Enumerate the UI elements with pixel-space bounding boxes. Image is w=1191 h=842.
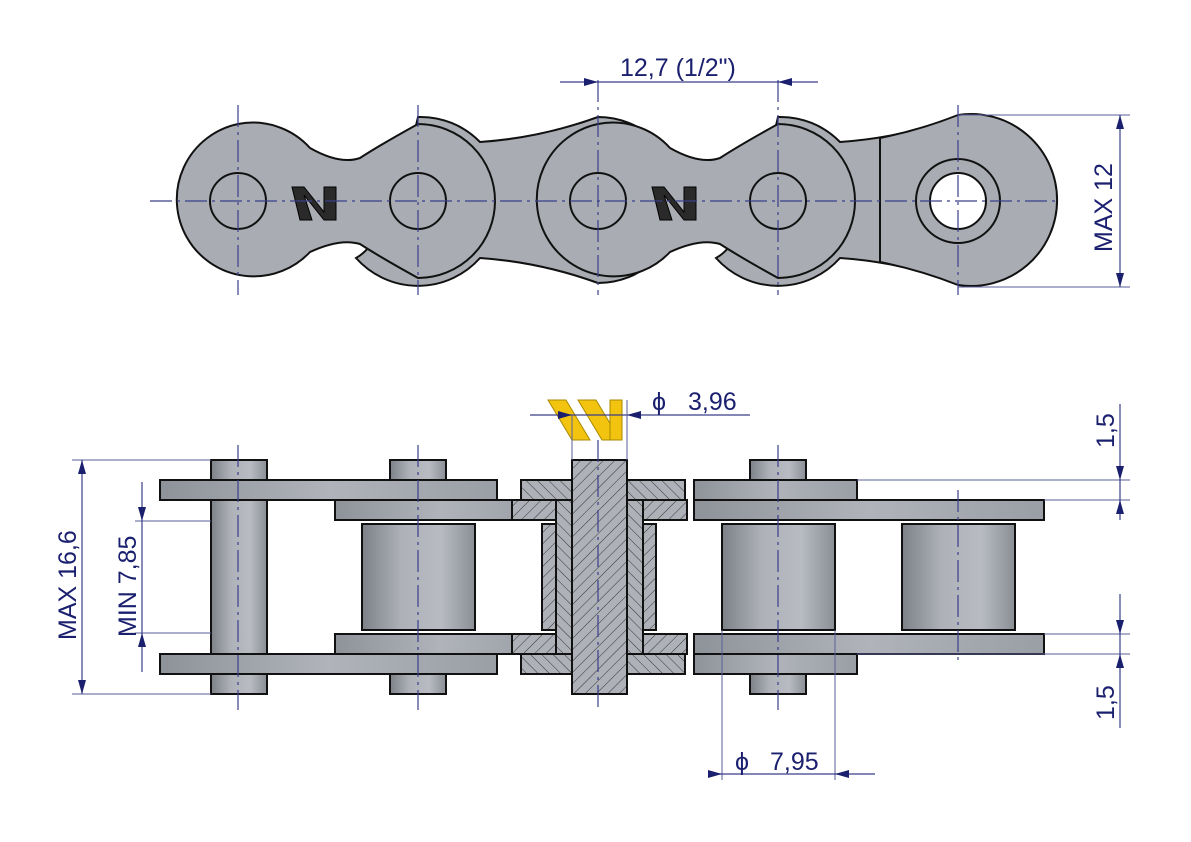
inner-width-dimension: MIN 7,85 — [114, 482, 211, 672]
pitch-label: 12,7 (1/2") — [620, 54, 736, 82]
roller-diameter-label: 7,95 — [770, 748, 819, 776]
pin-left-foot — [210, 673, 268, 695]
inner-plate-bottom-2 — [693, 633, 1045, 655]
overall-width-label: MAX 16,6 — [54, 530, 82, 640]
zigzag-w-logo-icon — [291, 186, 337, 221]
zigzag-w-logo-icon — [547, 399, 623, 441]
plate-height-dimension: MAX 12 — [958, 114, 1130, 288]
zigzag-w-logo-icon — [651, 186, 697, 221]
pin-section — [571, 459, 628, 695]
pin-diameter-symbol: ϕ — [652, 388, 666, 416]
pitch-dimension: 12,7 (1/2") — [560, 54, 818, 86]
plate-thickness-top-dimension: 1,5 — [857, 404, 1130, 520]
outer-plate-bottom-left — [159, 653, 498, 675]
pin-diameter-dimension: ϕ 3,96 — [530, 388, 750, 460]
section-view — [511, 459, 688, 695]
pin-left-head — [210, 459, 268, 481]
outer-plate-top-right — [693, 479, 858, 501]
plate-thickness-bottom-label: 1,5 — [1092, 685, 1120, 720]
inner-width-label: MIN 7,85 — [114, 536, 142, 637]
inner-plate-top-2 — [693, 499, 1045, 521]
overall-width-dimension: MAX 16,6 — [54, 459, 211, 695]
plate-thickness-top-label: 1,5 — [1092, 413, 1120, 448]
plate-thickness-bottom-dimension: 1,5 — [857, 594, 1130, 728]
top-view: 12,7 (1/2") MAX 12 — [150, 54, 1130, 295]
outer-plate-top-left — [159, 479, 498, 501]
plate-height-label: MAX 12 — [1090, 163, 1118, 252]
roller-diameter-dimension: ϕ 7,95 — [708, 630, 875, 780]
side-view: ϕ 3,96 MAX 16,6 MIN 7,85 — [54, 388, 1130, 780]
roller-diameter-symbol: ϕ — [735, 748, 749, 776]
pin-diameter-label: 3,96 — [688, 388, 737, 416]
outer-plate-bottom-right — [693, 653, 858, 675]
